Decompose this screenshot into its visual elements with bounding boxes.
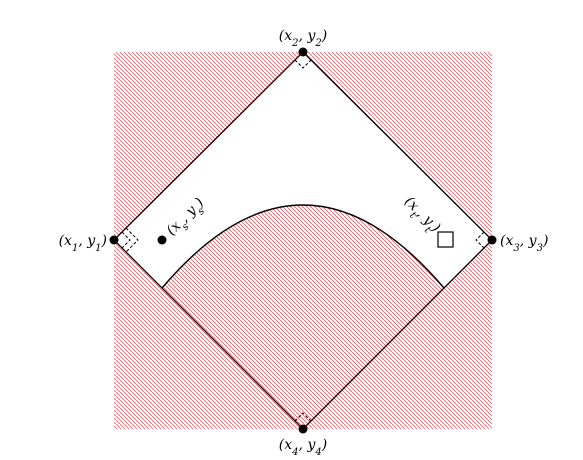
label-p4: (x4, y4) bbox=[279, 437, 327, 458]
source-point-dot bbox=[157, 235, 167, 245]
right-angle-marker-right bbox=[475, 231, 485, 249]
vertex-dot-3 bbox=[487, 235, 497, 245]
label-p3: (x3, y3) bbox=[500, 233, 548, 254]
label-p2: (x2, y2) bbox=[279, 28, 327, 49]
right-angle-marker-bottom bbox=[294, 412, 312, 422]
curved-hatched-region bbox=[162, 205, 444, 429]
vertex-dot-4 bbox=[298, 424, 308, 434]
right-angle-marker-left bbox=[121, 231, 131, 249]
curved-boundary bbox=[161, 204, 445, 289]
target-point-square bbox=[437, 231, 454, 248]
vertex-dot-1 bbox=[109, 235, 119, 245]
vertex-dot-2 bbox=[298, 47, 308, 57]
right-angle-marker-top bbox=[294, 59, 312, 69]
right-angle-marker-left-inner bbox=[125, 227, 139, 253]
label-p1: (x1, y1) bbox=[59, 233, 107, 254]
